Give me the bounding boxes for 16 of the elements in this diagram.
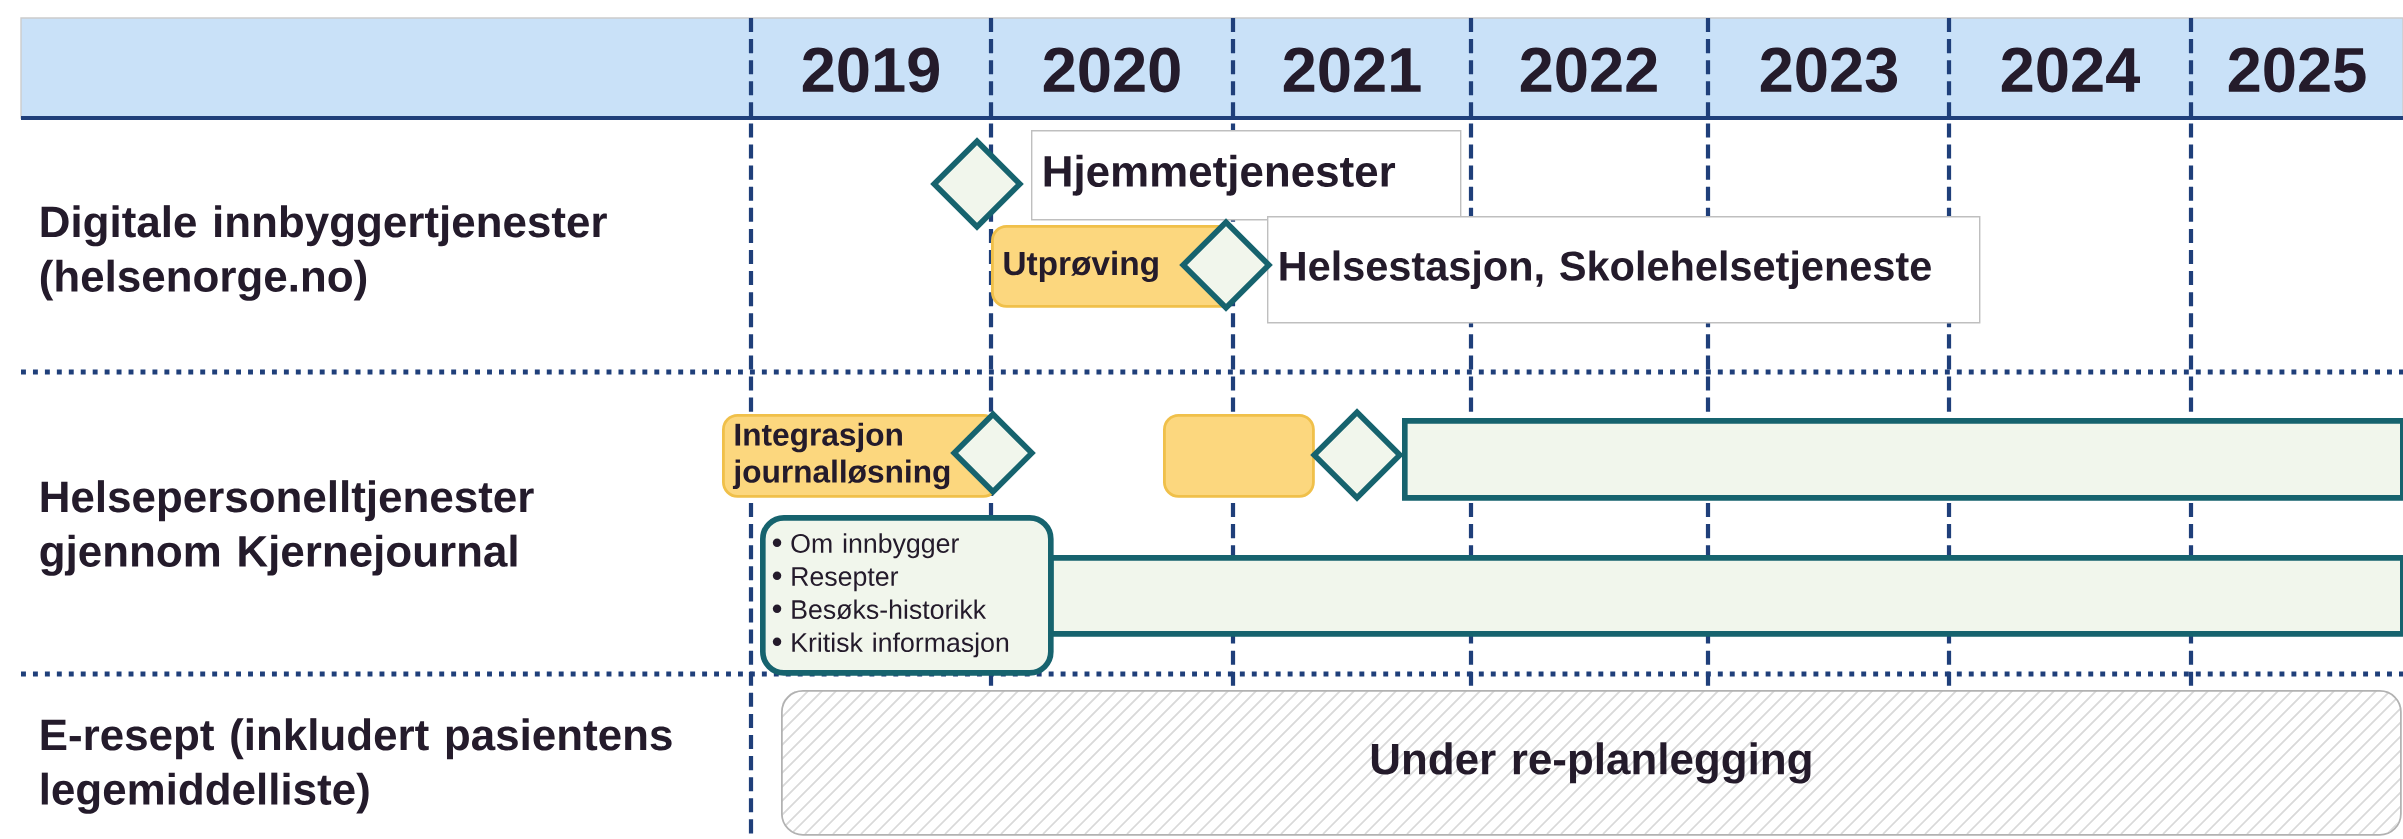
year-label: 2020 xyxy=(1043,47,1180,93)
year-label: 2019 xyxy=(802,47,939,93)
year-label: 2021 xyxy=(1283,47,1421,93)
year-label: 2025 xyxy=(2228,47,2366,93)
row-label: Helsepersonelltjenester gjennom Kjernejournal xyxy=(40,480,534,576)
text-box: Helsestasjon, Skolehelsetjeneste xyxy=(1267,216,1981,324)
phase-bar xyxy=(1163,414,1315,498)
row-label: Digitale innbyggertjenester (helsenorge.no) xyxy=(40,205,607,301)
year-label: 2023 xyxy=(1760,47,1898,93)
list-box: Om innbygger Resepter Besøks-historikk Kritisk informasjon xyxy=(760,515,1054,676)
year-label: 2024 xyxy=(2001,47,2140,93)
text-box: Hjemmetjenester xyxy=(1031,130,1462,221)
phase-bar: Integrasjon journalløsning xyxy=(722,414,999,498)
year-label: 2022 xyxy=(1520,47,1657,93)
hatched-box: Under re-planlegging xyxy=(781,690,2402,836)
row-label: E-resept (inkludert pasientens legemiddelliste) xyxy=(41,718,672,814)
